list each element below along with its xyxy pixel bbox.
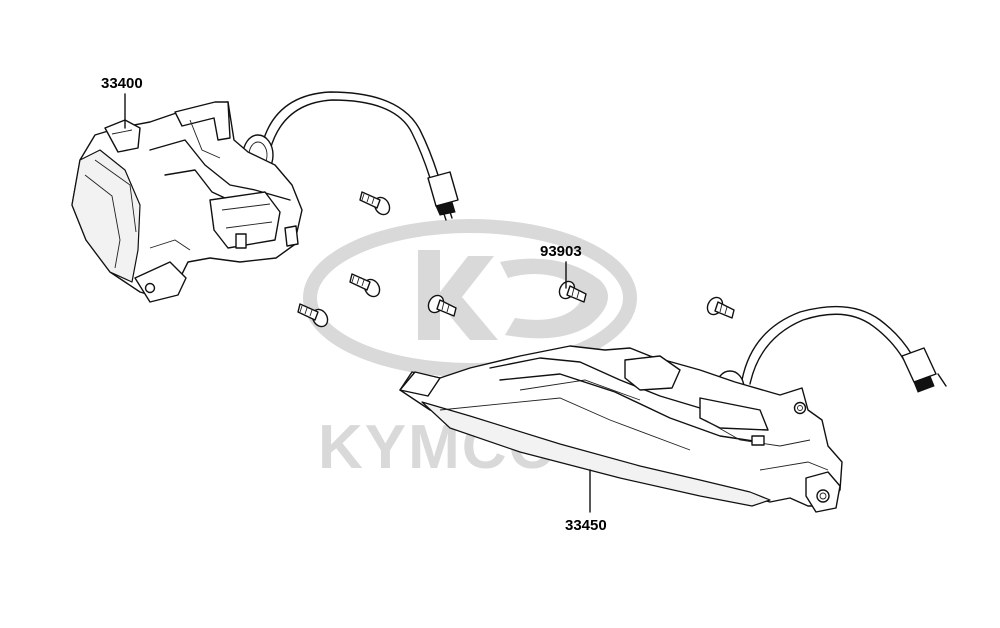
screw-5 (558, 280, 587, 303)
leader-lines (124, 93, 591, 513)
screw-6 (706, 296, 735, 319)
left-lamp-assembly (71, 91, 459, 303)
part-label-33450: 33450 (565, 517, 607, 534)
screw-3 (297, 303, 329, 328)
screws (297, 191, 735, 328)
part-label-93903: 93903 (540, 243, 582, 260)
screw-1 (359, 191, 391, 216)
screw-2 (349, 273, 381, 298)
screw-4 (427, 294, 457, 317)
right-lamp-assembly (399, 305, 947, 513)
part-label-33400: 33400 (101, 75, 143, 92)
